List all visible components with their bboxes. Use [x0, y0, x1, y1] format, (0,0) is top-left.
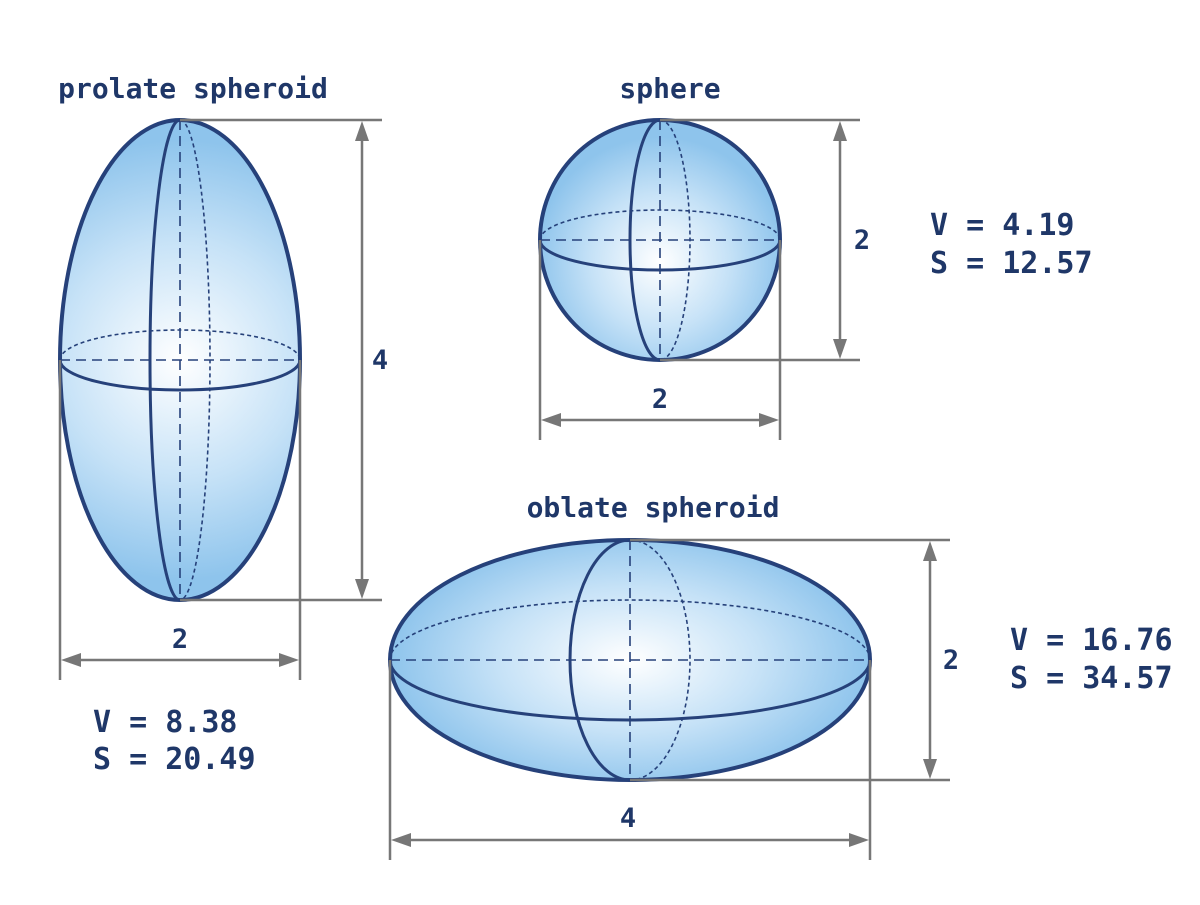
oblate-front-meridian: [568, 538, 631, 782]
oblate-surface: S = 34.57: [1010, 661, 1173, 696]
oblate-width-dimension: [388, 660, 872, 860]
oblate-back-equator: [389, 599, 871, 661]
oblate-spheroid: 2 4 oblate spheroid V = 16.76 S = 34.57: [388, 491, 1173, 860]
oblate-front-equator: [388, 659, 872, 722]
prolate-title: prolate spheroid: [58, 72, 328, 105]
oblate-height-dimension: [630, 538, 950, 782]
sphere-front-equator: [538, 239, 782, 272]
prolate-height-dimension: [180, 118, 382, 602]
sphere-height-dimension: [660, 118, 860, 362]
prolate-surface: S = 20.49: [93, 742, 256, 777]
prolate-width-dimension: [58, 360, 302, 680]
sphere-title: sphere: [619, 72, 720, 105]
prolate-height-label: 4: [372, 345, 388, 376]
sphere: 2 2 sphere V = 4.19 S = 12.57: [538, 72, 1093, 440]
sphere-height-label: 2: [854, 225, 870, 256]
prolate-volume: V = 8.38: [93, 705, 238, 740]
prolate-width-label: 2: [172, 624, 188, 655]
sphere-front-meridian: [628, 118, 661, 362]
prolate-spheroid: 4 2 prolate spheroid V = 8.38 S = 20.49: [58, 72, 388, 777]
oblate-back-meridian: [629, 539, 691, 781]
oblate-volume: V = 16.76: [1010, 623, 1173, 658]
oblate-width-label: 4: [620, 803, 636, 834]
prolate-front-equator: [58, 359, 302, 392]
sphere-width-dimension: [538, 240, 782, 440]
sphere-width-label: 2: [652, 384, 668, 415]
sphere-volume: V = 4.19: [930, 208, 1075, 243]
prolate-front-meridian: [148, 118, 181, 602]
oblate-height-label: 2: [943, 645, 959, 676]
oblate-title: oblate spheroid: [527, 491, 780, 524]
sphere-surface: S = 12.57: [930, 246, 1093, 281]
